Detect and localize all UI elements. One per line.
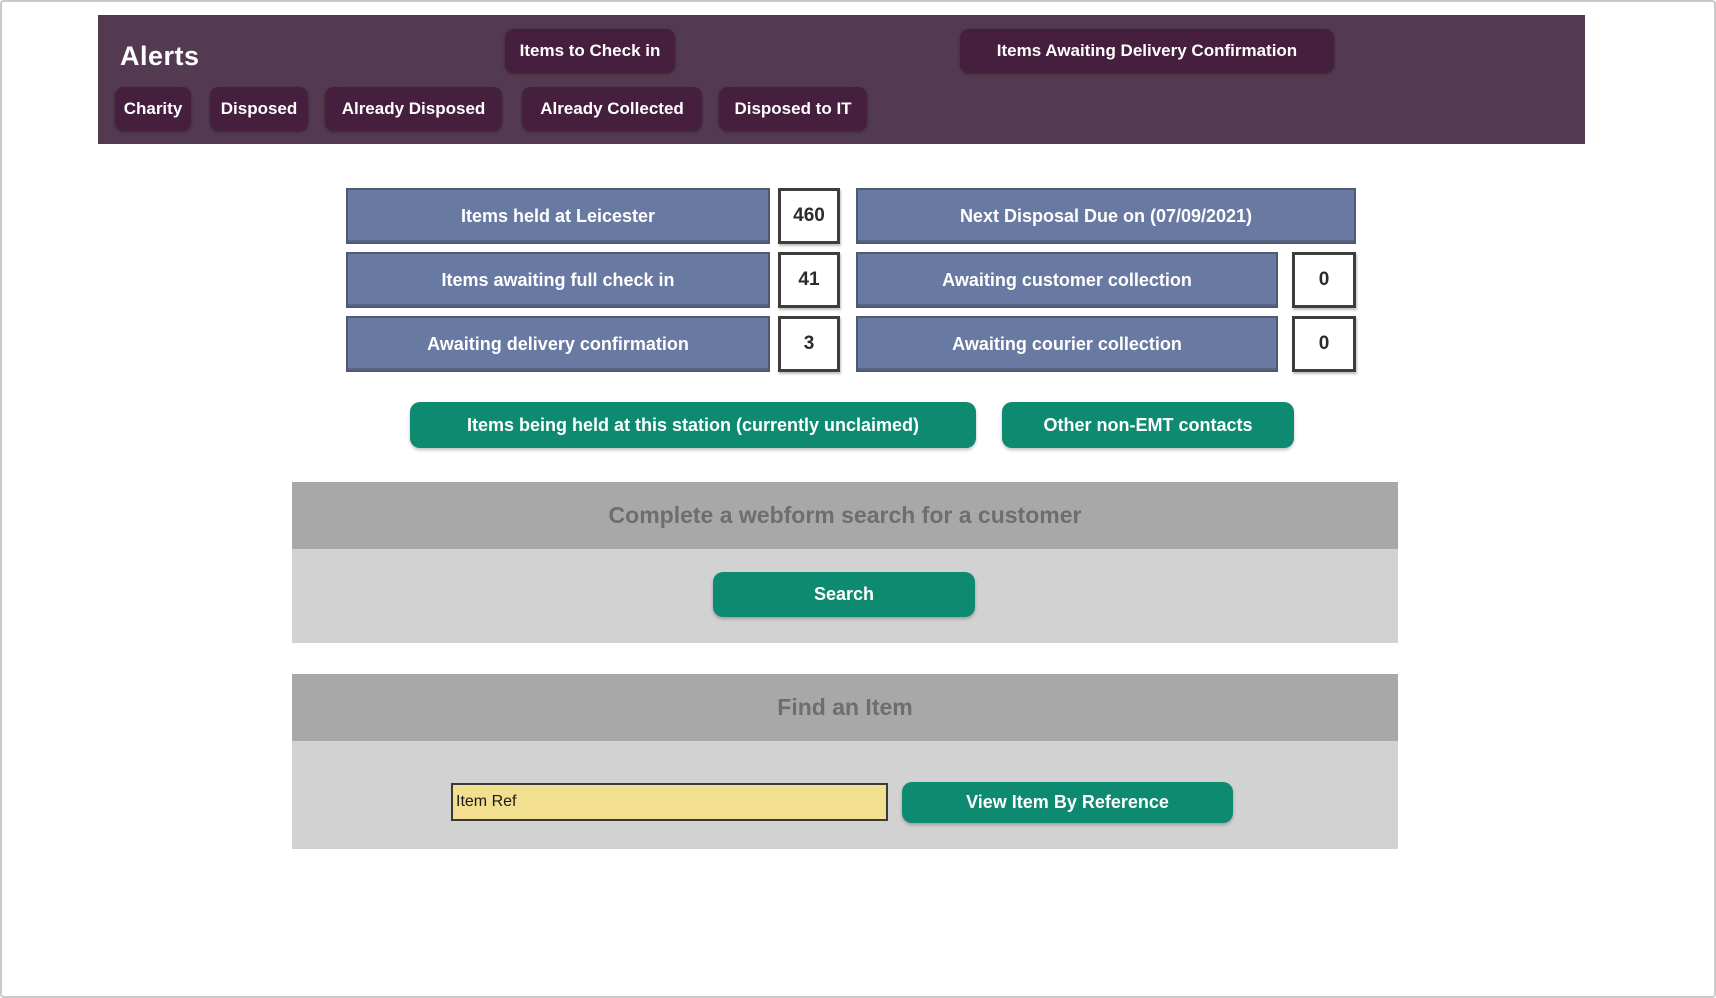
disposed-button[interactable]: Disposed	[210, 87, 308, 131]
stat-label-items-held: Items held at Leicester	[346, 188, 770, 244]
find-item-title: Find an Item	[777, 694, 913, 720]
find-item-section-header: Find an Item	[292, 674, 1398, 741]
other-contacts-button[interactable]: Other non-EMT contacts	[1002, 402, 1294, 448]
already-collected-button[interactable]: Already Collected	[522, 87, 702, 131]
charity-button[interactable]: Charity	[115, 87, 191, 131]
search-button[interactable]: Search	[713, 572, 975, 617]
held-items-button[interactable]: Items being held at this station (curren…	[410, 402, 976, 448]
stat-value-courier-collection: 0	[1292, 316, 1356, 372]
disposed-to-it-button[interactable]: Disposed to IT	[719, 87, 867, 131]
already-disposed-button[interactable]: Already Disposed	[325, 87, 502, 131]
stat-value-customer-collection: 0	[1292, 252, 1356, 308]
view-item-button[interactable]: View Item By Reference	[902, 782, 1233, 823]
stat-value-awaiting-checkin: 41	[778, 252, 840, 308]
webform-title: Complete a webform search for a customer	[608, 502, 1082, 528]
items-awaiting-delivery-confirmation-button[interactable]: Items Awaiting Delivery Confirmation	[960, 29, 1334, 73]
stat-label-awaiting-checkin: Items awaiting full check in	[346, 252, 770, 308]
items-to-check-in-button[interactable]: Items to Check in	[505, 29, 675, 73]
stat-label-next-disposal: Next Disposal Due on (07/09/2021)	[856, 188, 1356, 244]
stat-value-items-held: 460	[778, 188, 840, 244]
stat-label-customer-collection: Awaiting customer collection	[856, 252, 1278, 308]
webform-section-header: Complete a webform search for a customer	[292, 482, 1398, 549]
stat-label-courier-collection: Awaiting courier collection	[856, 316, 1278, 372]
stat-label-delivery-confirmation: Awaiting delivery confirmation	[346, 316, 770, 372]
stat-value-delivery-confirmation: 3	[778, 316, 840, 372]
alerts-title: Alerts	[120, 41, 200, 71]
alerts-header: Alerts Items to Check in Items Awaiting …	[98, 15, 1585, 144]
item-ref-input[interactable]	[451, 783, 888, 821]
